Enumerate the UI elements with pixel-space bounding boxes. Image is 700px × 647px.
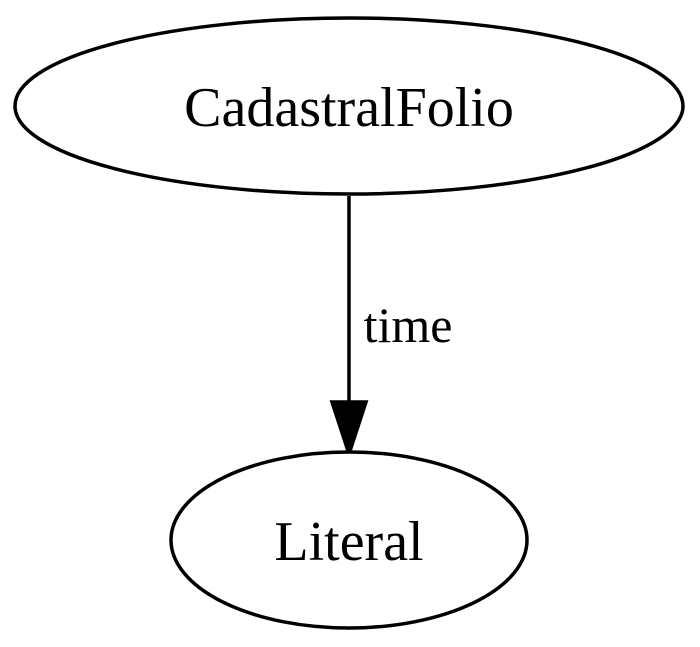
node-label: Literal [274, 511, 423, 573]
node-label: CadastralFolio [184, 77, 514, 139]
arrowhead [329, 400, 369, 460]
node-cadastralfolio[interactable]: CadastralFolio [13, 16, 685, 196]
node-ellipse [13, 16, 685, 196]
edge-label: time [364, 297, 453, 353]
node-literal[interactable]: Literal [169, 450, 529, 630]
node-ellipse [169, 450, 529, 630]
edge-cadastralfolio-literal: time [329, 196, 453, 460]
